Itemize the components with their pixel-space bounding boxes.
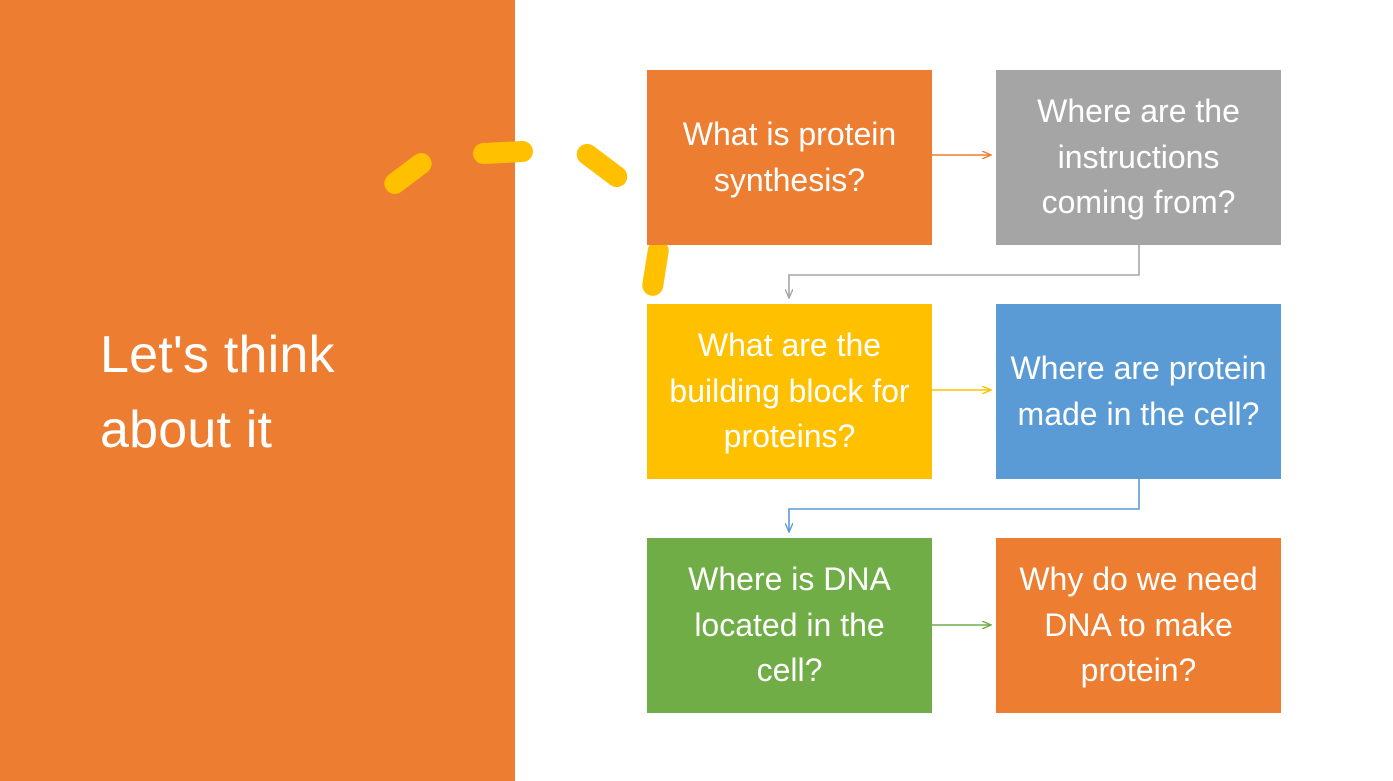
flow-node-where-are-protein-made-in-the-cell[interactable]: Where are protein made in the cell? xyxy=(996,304,1281,479)
flow-node-where-are-the-instructions-coming-from[interactable]: Where are the instructions coming from? xyxy=(996,70,1281,245)
flow-node-why-do-we-need-dna-to-make-protein[interactable]: Why do we need DNA to make protein? xyxy=(996,538,1281,713)
yellow-brush-stroke-3-icon xyxy=(572,139,632,192)
connector-n4-n5 xyxy=(789,479,1140,532)
yellow-brush-stroke-2-icon xyxy=(472,140,534,165)
page-title: Let's think about it xyxy=(100,326,335,460)
flow-node-where-is-dna-located-in-the-cell[interactable]: Where is DNA located in the cell? xyxy=(647,538,932,713)
connector-n2-n3 xyxy=(789,245,1140,298)
flowchart: What is protein synthesis? Where are the… xyxy=(647,70,1281,713)
flow-node-what-is-protein-synthesis[interactable]: What is protein synthesis? xyxy=(647,70,932,245)
flow-node-what-are-the-building-block-for-proteins[interactable]: What are the building block for proteins… xyxy=(647,304,932,479)
title-panel xyxy=(0,0,515,781)
